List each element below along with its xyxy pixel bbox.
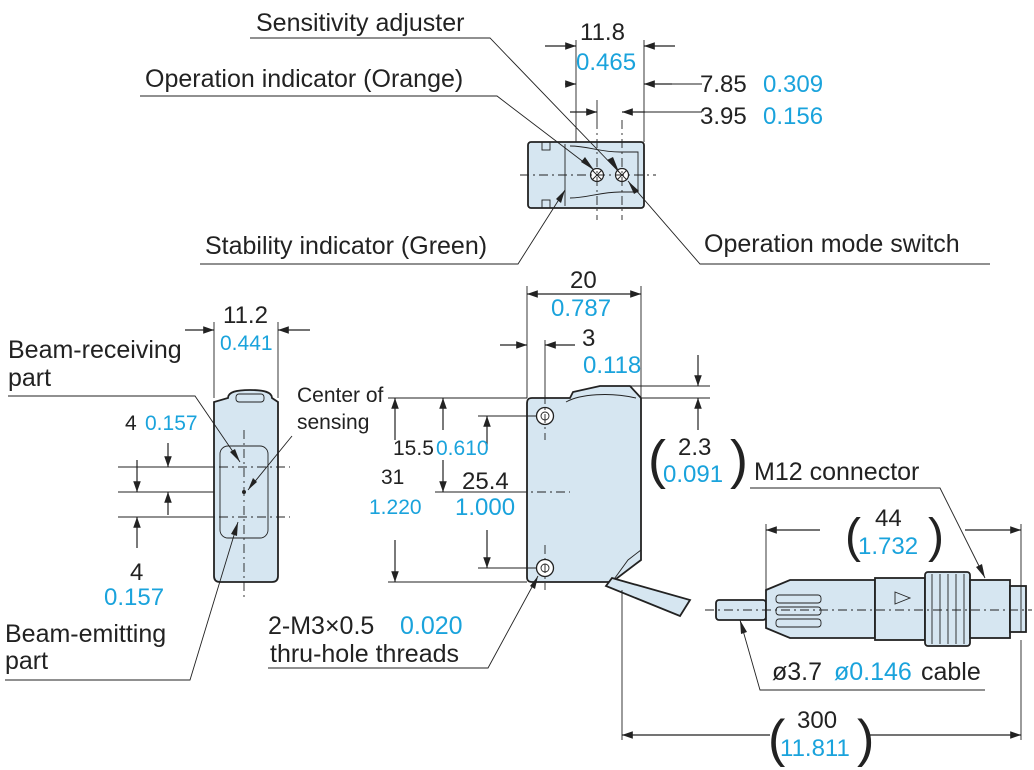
center-of-label: Center of [297, 384, 384, 407]
front-view-body [526, 385, 642, 583]
threads-label-2: thru-hole threads [270, 640, 459, 668]
sensing-label: sensing [297, 411, 369, 434]
side-view: 11.2 0.441 4 0.157 4 0.157 Beam-receivin… [5, 302, 384, 681]
side-view-body [213, 389, 279, 583]
top-offset2-mm: 3.95 [700, 103, 747, 130]
front-width-in: 0.787 [551, 295, 611, 322]
side-width-mm: 11.2 [223, 302, 268, 329]
front-pitch-mm: 25.4 [462, 468, 509, 495]
svg-text:): ) [857, 710, 874, 768]
svg-text:(: ( [845, 510, 861, 563]
m12-connector-label: M12 connector [754, 458, 919, 486]
cable-diameter-mm: ø3.7 [772, 658, 822, 686]
side-pitch-bot-mm: 4 [130, 559, 143, 586]
front-pitch-in: 1.000 [455, 494, 515, 521]
total-length-mm: 300 [797, 707, 837, 734]
front-top-mm: 2.3 [678, 434, 711, 461]
front-center-in: 0.610 [436, 437, 489, 460]
side-width-in: 0.441 [220, 332, 273, 355]
stability-indicator-label: Stability indicator (Green) [205, 232, 487, 260]
svg-text:(: ( [768, 710, 786, 768]
threads-label-1-mm: 2-M3×0.5 [268, 612, 374, 640]
svg-text:): ) [730, 430, 748, 490]
front-hole-mm: 3 [582, 325, 595, 352]
front-center-mm: 15.5 [393, 437, 434, 460]
front-width-mm: 20 [570, 267, 597, 294]
connector-length-mm: 44 [875, 505, 902, 532]
top-offset1-mm: 7.85 [700, 71, 747, 98]
front-height-mm: 31 [381, 466, 404, 489]
cable-connector: ( ) 44 1.732 M12 connector ø3.7 ø0.146 c… [621, 458, 1032, 768]
side-pitch-bot-in: 0.157 [104, 584, 164, 611]
svg-text:): ) [928, 510, 944, 563]
front-hole-in: 0.118 [583, 352, 641, 379]
cable-diameter-in: ø0.146 [834, 658, 912, 686]
top-width-mm: 11.8 [580, 19, 625, 46]
total-length-in: 11.811 [780, 735, 850, 762]
cable-word: cable [921, 658, 981, 686]
top-width-in: 0.465 [576, 49, 636, 76]
top-offset1-in: 0.309 [763, 71, 823, 98]
front-view: 20 0.787 3 0.118 ( ) 2.3 0.091 15.5 0.61… [268, 267, 748, 669]
svg-text:(: ( [648, 430, 666, 490]
cable [715, 599, 767, 621]
beam-receiving-label-2: part [8, 364, 51, 392]
front-height-in: 1.220 [369, 496, 422, 519]
top-view: 11.8 0.465 7.85 0.309 3.95 0.156 Sensiti… [140, 9, 990, 265]
operation-indicator-label: Operation indicator (Orange) [145, 65, 463, 93]
beam-receiving-label: Beam-receiving [8, 336, 182, 364]
front-top-in: 0.091 [663, 461, 723, 488]
side-pitch-top-mm: 4 [125, 412, 137, 435]
beam-emitting-label-2: part [5, 647, 48, 675]
threads-label-1-in: 0.020 [400, 612, 463, 640]
beam-emitting-label: Beam-emitting [5, 620, 166, 648]
sensitivity-adjuster-label: Sensitivity adjuster [256, 9, 464, 37]
operation-mode-switch-label: Operation mode switch [704, 230, 960, 258]
side-pitch-top-in: 0.157 [145, 412, 198, 435]
connector-length-in: 1.732 [858, 533, 918, 560]
top-offset2-in: 0.156 [763, 103, 823, 130]
